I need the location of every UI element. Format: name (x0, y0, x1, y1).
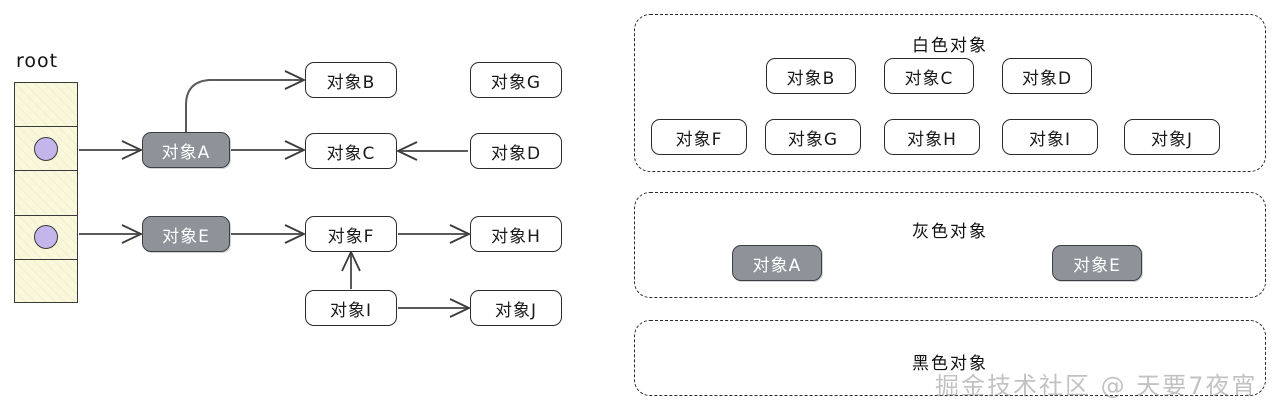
node-label: 对象D (1021, 68, 1073, 89)
group-black-objects: 黑色对象 (634, 320, 1266, 396)
white-group-node-j[interactable]: 对象J (1124, 119, 1220, 155)
node-object-f[interactable]: 对象F (305, 216, 397, 252)
node-label: 对象B (786, 68, 836, 89)
root-reference-table (14, 82, 78, 303)
node-label: 对象H (907, 129, 957, 150)
node-label: 对象D (490, 143, 542, 164)
node-object-c[interactable]: 对象C (305, 133, 397, 169)
node-label: 对象H (491, 226, 541, 247)
root-cell-3 (15, 216, 77, 260)
node-label: 对象I (1028, 129, 1071, 150)
node-label: 对象F (675, 129, 723, 150)
node-object-i[interactable]: 对象I (305, 290, 397, 326)
node-label: 对象F (327, 226, 375, 247)
node-label: 对象B (326, 72, 376, 93)
white-group-node-f[interactable]: 对象F (651, 119, 747, 155)
group-title-white: 白色对象 (912, 36, 988, 56)
node-label: 对象J (494, 300, 537, 321)
white-group-node-i[interactable]: 对象I (1002, 119, 1098, 155)
white-group-node-c[interactable]: 对象C (884, 58, 974, 94)
node-object-a[interactable]: 对象A (142, 132, 230, 168)
node-label: 对象E (162, 226, 210, 247)
reference-dot-icon (34, 225, 58, 250)
node-label: 对象C (904, 68, 954, 89)
root-cell-1 (15, 127, 77, 172)
node-object-j[interactable]: 对象J (470, 290, 562, 326)
node-label: 对象C (326, 143, 376, 164)
white-group-node-d[interactable]: 对象D (1002, 58, 1092, 94)
node-label: 对象G (490, 72, 542, 93)
white-group-node-h[interactable]: 对象H (884, 119, 980, 155)
root-cell-2 (15, 171, 77, 216)
node-label: 对象J (1150, 129, 1193, 150)
group-gray-objects: 灰色对象 (634, 192, 1266, 298)
group-title-black: 黑色对象 (912, 354, 988, 374)
gray-group-node-a[interactable]: 对象A (732, 245, 822, 281)
root-cell-4 (15, 260, 77, 304)
watermark-text: 掘金技术社区 @ 天要7夜宵 (935, 372, 1258, 400)
node-object-b[interactable]: 对象B (305, 62, 397, 98)
white-group-node-b[interactable]: 对象B (766, 58, 856, 94)
node-label: 对象E (1073, 255, 1121, 276)
white-group-node-g[interactable]: 对象G (765, 119, 861, 155)
group-title-gray: 灰色对象 (912, 222, 988, 242)
node-object-d[interactable]: 对象D (470, 133, 562, 169)
node-object-h[interactable]: 对象H (470, 216, 562, 252)
node-label: 对象A (161, 142, 211, 163)
gray-group-node-e[interactable]: 对象E (1052, 245, 1142, 281)
root-cell-0 (15, 83, 77, 128)
root-label: root (16, 50, 59, 72)
node-label: 对象G (787, 129, 839, 150)
reference-dot-icon (34, 136, 58, 161)
node-object-g[interactable]: 对象G (470, 62, 562, 98)
node-label: 对象I (329, 300, 372, 321)
node-object-e[interactable]: 对象E (142, 216, 230, 252)
node-label: 对象A (752, 255, 802, 276)
